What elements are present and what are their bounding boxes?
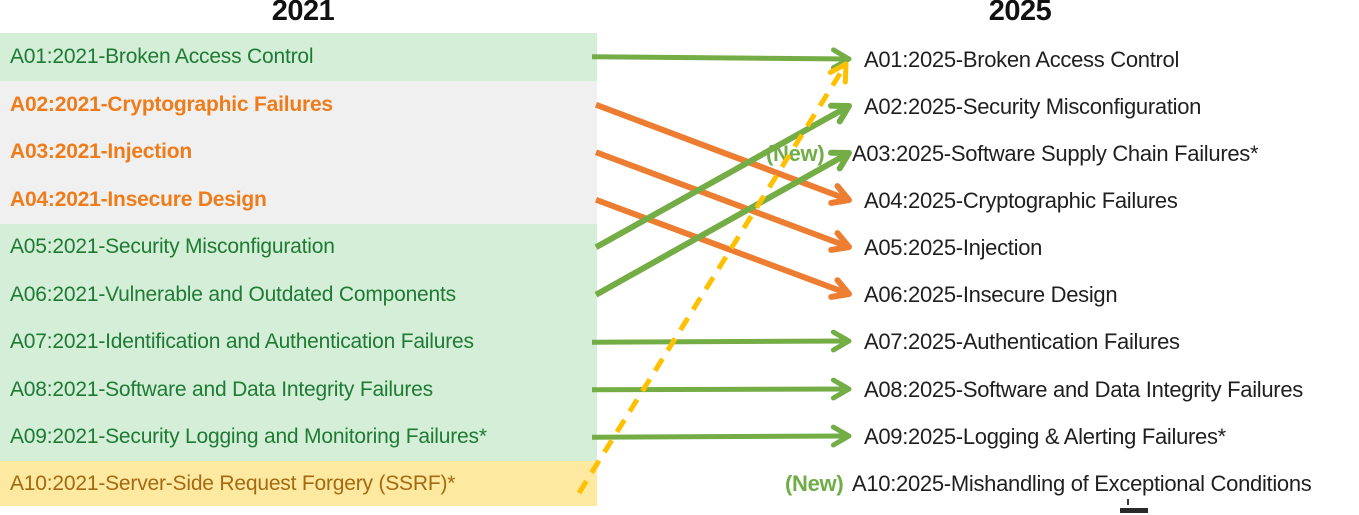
left-item-a06-2021: A06:2021-Vulnerable and Outdated Compone…	[0, 271, 597, 319]
right-item-a08-2025: A08:2025-Software and Data Integrity Fai…	[864, 375, 1303, 405]
left-item-label: A02:2021-Cryptographic Failures	[10, 92, 333, 116]
new-badge-a10-2025: (New)	[785, 471, 844, 496]
arrowhead-icon	[830, 424, 852, 448]
left-item-a10-2021: A10:2021-Server-Side Request Forgery (SS…	[0, 461, 597, 506]
arrowhead-icon	[828, 230, 852, 253]
arrowhead-icon	[830, 329, 852, 353]
left-item-label: A06:2021-Vulnerable and Outdated Compone…	[10, 282, 456, 306]
cutoff-text-fragment	[1118, 498, 1158, 515]
arrow-a04-2021-to-a06-2025	[594, 196, 852, 300]
left-item-label: A10:2021-Server-Side Request Forgery (SS…	[10, 471, 456, 495]
arrow-a06-2021-to-a03-2025	[594, 149, 852, 298]
right-item-a07-2025: A07:2025-Authentication Failures	[864, 327, 1180, 357]
arrowhead-icon	[830, 377, 852, 401]
right-item-label: A08:2025-Software and Data Integrity Fai…	[864, 377, 1303, 402]
arrow-a05-2021-to-a02-2025	[594, 102, 852, 250]
arrowhead-icon	[830, 47, 852, 71]
right-item-label: A03:2025-Software Supply Chain Failures*	[852, 141, 1259, 166]
arrowhead-icon	[828, 277, 852, 300]
right-item-label: A04:2025-Cryptographic Failures	[864, 188, 1178, 213]
right-item-a05-2025: A05:2025-Injection	[864, 233, 1042, 263]
right-item-label: A05:2025-Injection	[864, 235, 1043, 260]
arrowhead-icon	[828, 149, 852, 172]
right-item-a06-2025: A06:2025-Insecure Design	[864, 280, 1118, 310]
left-item-label: A03:2021-Injection	[10, 140, 192, 164]
left-item-a02-2021: A02:2021-Cryptographic Failures	[0, 81, 597, 129]
right-item-a04-2025: A04:2025-Cryptographic Failures	[864, 186, 1178, 216]
arrow-a09-2021-to-a09-2025	[591, 424, 852, 448]
right-item-label: A02:2025-Security Misconfiguration	[864, 94, 1202, 119]
left-item-a08-2021: A08:2021-Software and Data Integrity Fai…	[0, 366, 597, 414]
arrow-a08-2021-to-a08-2025	[591, 377, 852, 401]
cutoff-glyph-fragment	[1120, 508, 1148, 513]
column-header-2025: 2025	[988, 0, 1052, 27]
left-item-label: A01:2021-Broken Access Control	[10, 44, 314, 68]
arrowhead-icon	[827, 61, 849, 85]
right-item-a10-2025: A10:2025-Mishandling of Exceptional Cond…	[852, 469, 1312, 499]
arrow-a07-2021-to-a07-2025	[591, 329, 852, 353]
left-item-label: A04:2021-Insecure Design	[10, 187, 267, 211]
cutoff-glyph-fragment	[1127, 499, 1129, 505]
left-item-a03-2021: A03:2021-Injection	[0, 128, 597, 176]
arrow-a10-2021-to-a01-2025	[576, 61, 849, 495]
right-item-label: A10:2025-Mishandling of Exceptional Cond…	[852, 471, 1312, 496]
left-item-label: A05:2021-Security Misconfiguration	[10, 235, 335, 259]
left-item-a07-2021: A07:2021-Identification and Authenticati…	[0, 318, 597, 366]
right-item-a01-2025: A01:2025-Broken Access Control	[864, 45, 1179, 75]
right-item-a03-2025: A03:2025-Software Supply Chain Failures*	[852, 139, 1259, 169]
arrow-a01-2021-to-a01-2025	[591, 47, 852, 71]
arrowhead-icon	[828, 102, 852, 125]
arrowhead-icon	[828, 183, 852, 206]
left-item-label: A09:2021-Security Logging and Monitoring…	[10, 425, 487, 449]
right-item-label: A09:2025-Logging & Alerting Failures*	[864, 424, 1226, 449]
right-item-a09-2025: A09:2025-Logging & Alerting Failures*	[864, 422, 1226, 452]
right-item-label: A06:2025-Insecure Design	[864, 282, 1118, 307]
right-item-label: A07:2025-Authentication Failures	[864, 329, 1180, 354]
left-item-a01-2021: A01:2021-Broken Access Control	[0, 32, 597, 81]
left-item-a05-2021: A05:2021-Security Misconfiguration	[0, 223, 597, 271]
column-header-2021: 2021	[271, 0, 335, 27]
right-item-label: A01:2025-Broken Access Control	[864, 47, 1180, 72]
right-item-a02-2025: A02:2025-Security Misconfiguration	[864, 92, 1201, 122]
left-item-a04-2021: A04:2021-Insecure Design	[0, 176, 597, 224]
left-item-label: A07:2021-Identification and Authenticati…	[10, 330, 474, 354]
new-badge-a03-2025: (New)	[766, 141, 825, 166]
left-item-label: A08:2021-Software and Data Integrity Fai…	[10, 377, 433, 401]
left-item-a09-2021: A09:2021-Security Logging and Monitoring…	[0, 413, 597, 461]
